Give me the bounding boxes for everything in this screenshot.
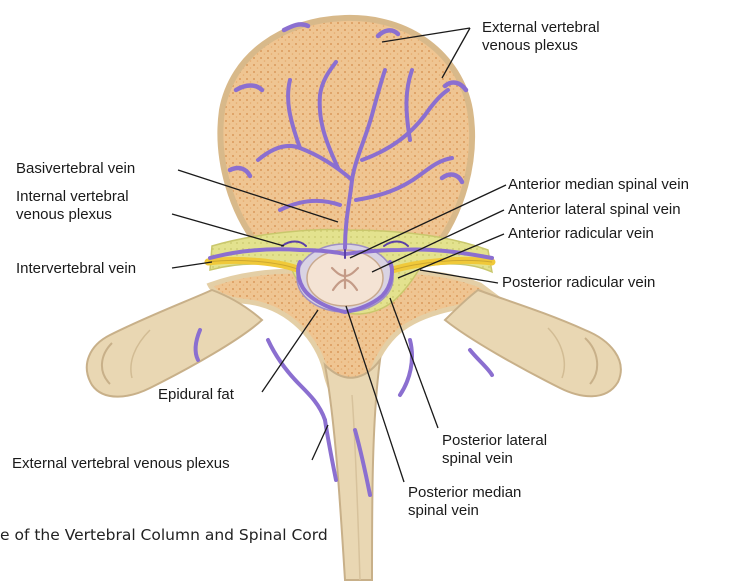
label-basivertebral-vein: Basivertebral vein [16, 160, 135, 177]
label-anterior-radicular-vein: Anterior radicular vein [508, 225, 654, 242]
left-transverse-process [87, 290, 262, 397]
label-posterior-lateral-2: spinal vein [442, 450, 513, 467]
label-posterior-median-1: Posterior median [408, 484, 521, 501]
label-internal-plexus-1: Internal vertebral [16, 188, 129, 205]
figure-caption: e of the Vertebral Column and Spinal Cor… [0, 526, 328, 544]
label-anterior-lateral-spinal-vein: Anterior lateral spinal vein [508, 201, 681, 218]
label-epidural-fat: Epidural fat [158, 386, 234, 403]
label-internal-plexus-2: venous plexus [16, 206, 112, 223]
label-posterior-median-2: spinal vein [408, 502, 479, 519]
label-intervertebral-vein: Intervertebral vein [16, 260, 136, 277]
right-transverse-process [445, 290, 621, 396]
label-anterior-median-spinal-vein: Anterior median spinal vein [508, 176, 689, 193]
label-external-plexus-top-2: venous plexus [482, 37, 578, 54]
label-posterior-lateral-1: Posterior lateral [442, 432, 547, 449]
label-posterior-radicular-vein: Posterior radicular vein [502, 274, 655, 291]
label-external-plexus-top-1: External vertebral [482, 19, 600, 36]
label-external-plexus-bottom: External vertebral venous plexus [12, 455, 230, 472]
